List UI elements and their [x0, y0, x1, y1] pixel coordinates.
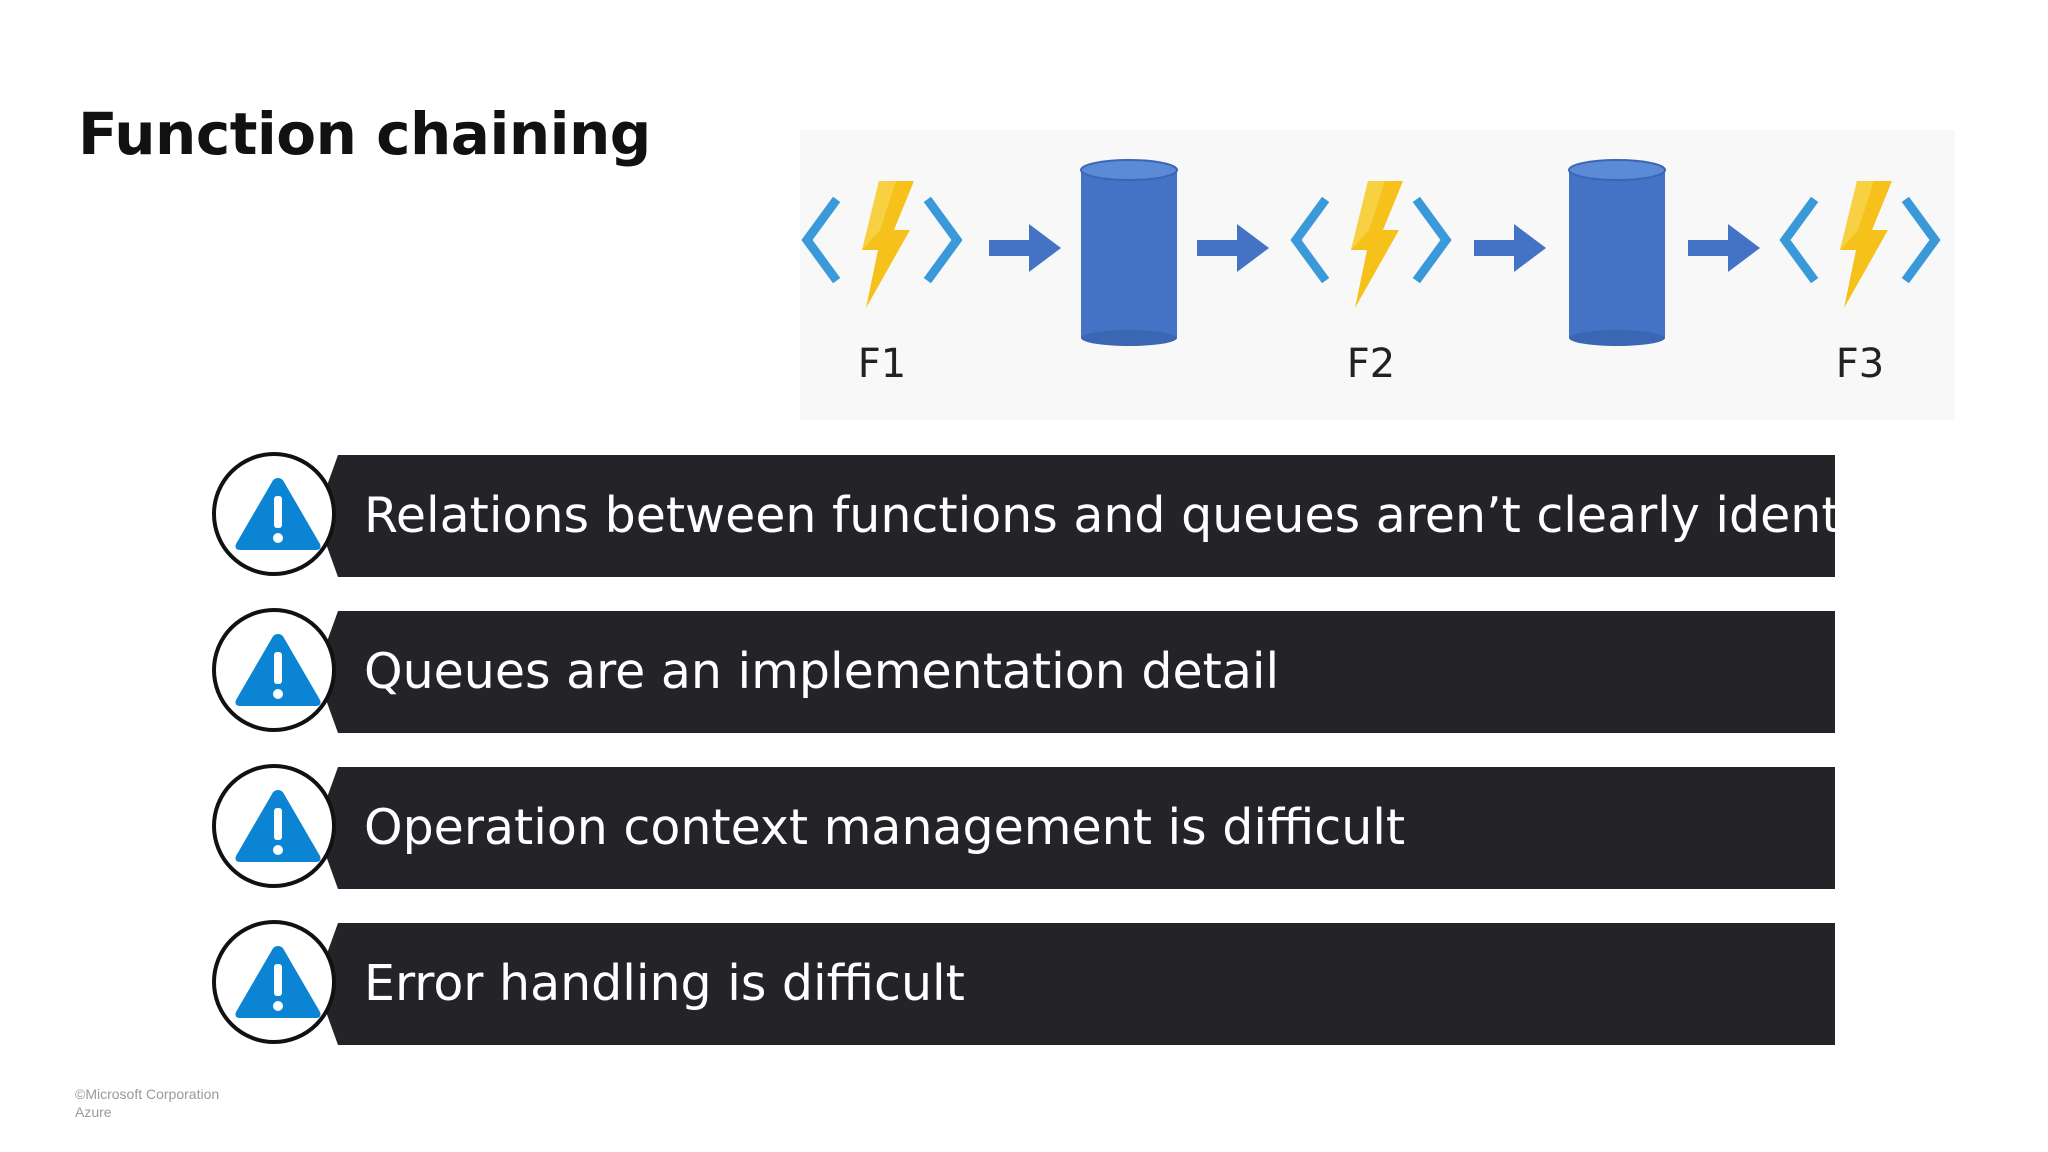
- arrow-right-icon: [989, 224, 1061, 272]
- queue-cylinder-icon: [1080, 159, 1178, 347]
- issue-badge: [212, 920, 336, 1044]
- issue-item: Operation context management is difficul…: [212, 764, 1835, 889]
- arrow-right-icon: [1474, 224, 1546, 272]
- issue-badge: [212, 452, 336, 576]
- issue-item: Queues are an implementation detail: [212, 608, 1835, 733]
- function-node-f1: F1: [807, 181, 957, 387]
- warning-icon: [235, 790, 321, 862]
- queue-cylinder-icon: [1568, 159, 1666, 347]
- function-label-f1: F1: [858, 341, 906, 387]
- issue-text: Queues are an implementation detail: [364, 643, 1280, 700]
- issues-list: Relations between functions and queues a…: [212, 452, 1975, 1076]
- issue-badge: [212, 608, 336, 732]
- copyright-text: ©Microsoft Corporation: [75, 1086, 220, 1102]
- issue-text: Error handling is difficult: [364, 955, 965, 1012]
- slide-title: Function chaining: [78, 100, 651, 168]
- issue-item: Error handling is difficult: [212, 920, 1835, 1045]
- issue-badge: [212, 764, 336, 888]
- azure-function-icon: [1785, 181, 1935, 308]
- function-node-f3: F3: [1785, 181, 1935, 387]
- warning-icon: [235, 946, 321, 1018]
- function-node-f2: F2: [1296, 181, 1446, 387]
- function-label-f3: F3: [1836, 341, 1884, 387]
- product-text: Azure: [75, 1104, 112, 1120]
- function-chaining-diagram: F1 F2 F3: [800, 130, 1955, 420]
- azure-function-icon: [807, 181, 957, 308]
- issue-bar: [316, 923, 1835, 1045]
- issue-item: Relations between functions and queues a…: [212, 452, 1975, 577]
- warning-icon: [235, 634, 321, 706]
- issue-bar: [316, 455, 1835, 577]
- issue-text: Operation context management is difficul…: [364, 799, 1406, 856]
- issue-text: Relations between functions and queues a…: [364, 487, 1976, 544]
- issue-bar: [316, 611, 1835, 733]
- arrow-right-icon: [1688, 224, 1760, 272]
- slide-footer: ©Microsoft Corporation Azure: [75, 1085, 219, 1121]
- issue-bar: [316, 767, 1835, 889]
- warning-icon: [235, 478, 321, 550]
- function-label-f2: F2: [1347, 341, 1395, 387]
- azure-function-icon: [1296, 181, 1446, 308]
- diagram-canvas: F1 F2 F3: [800, 159, 1955, 387]
- arrow-right-icon: [1197, 224, 1269, 272]
